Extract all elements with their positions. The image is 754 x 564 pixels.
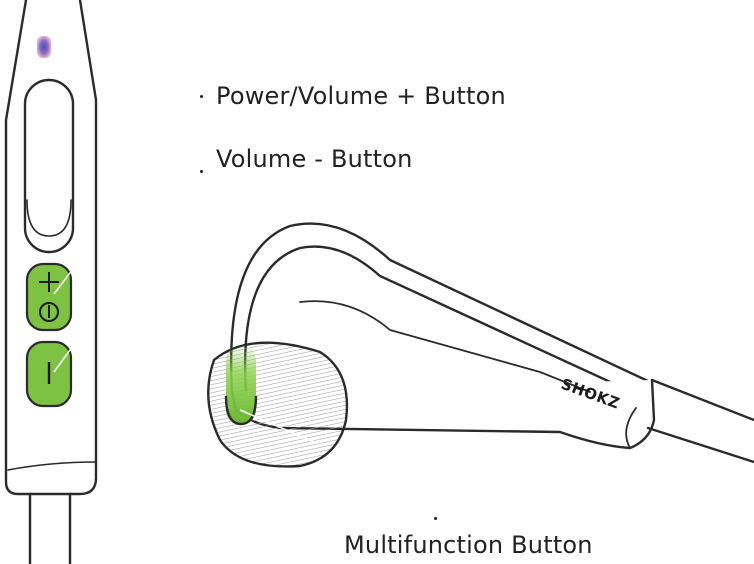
- plus-icon: [39, 272, 59, 292]
- leader-lines: [53, 243, 93, 373]
- volume-down-label: Volume - Button: [216, 145, 413, 173]
- led-indicator: [37, 36, 51, 58]
- power-volume-up-button: [25, 262, 73, 332]
- power-volume-up-dot: [200, 95, 203, 98]
- multifunction-label: Multifunction Button: [344, 531, 593, 559]
- volume-down-dot: [200, 170, 203, 173]
- multifunction-dot: [434, 517, 437, 520]
- power-icon: [39, 302, 59, 322]
- power-volume-up-label: Power/Volume + Button: [216, 82, 506, 110]
- multifunction-button: [224, 346, 315, 443]
- volume-down-button: [25, 340, 73, 408]
